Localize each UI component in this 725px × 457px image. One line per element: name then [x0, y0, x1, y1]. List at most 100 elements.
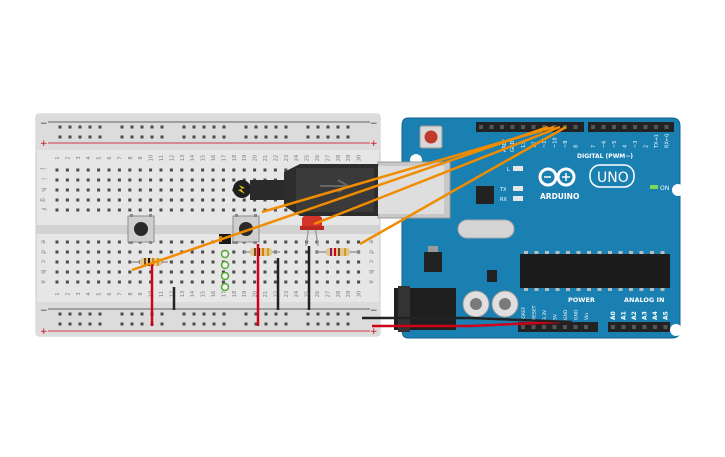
- terminal-hole: [138, 168, 142, 172]
- terminal-hole: [86, 240, 90, 244]
- terminal-hole: [169, 188, 173, 192]
- terminal-hole: [117, 240, 121, 244]
- header-hole[interactable]: [633, 125, 637, 129]
- terminal-hole: [232, 168, 236, 172]
- rail-hole: [68, 125, 72, 129]
- wire-orange-2[interactable]: [261, 125, 555, 214]
- header-hole[interactable]: [531, 125, 536, 129]
- aref-label: AREF: [502, 139, 508, 152]
- rail-hole: [306, 125, 310, 129]
- crystal-oscillator: [457, 219, 515, 239]
- terminal-hole: [325, 270, 329, 274]
- wire-orange-3[interactable]: [313, 125, 561, 226]
- rail-hole: [244, 125, 248, 129]
- chip-pin: [618, 251, 623, 254]
- terminal-hole: [97, 188, 101, 192]
- header-hole[interactable]: [663, 325, 668, 329]
- header-hole[interactable]: [622, 125, 627, 129]
- terminal-hole: [190, 198, 194, 202]
- bottom-rail-minus-label-left: −: [40, 306, 48, 316]
- rail-hole: [264, 135, 268, 139]
- header-hole[interactable]: [664, 125, 669, 129]
- header-hole[interactable]: [653, 325, 657, 329]
- terminal-hole: [107, 188, 111, 192]
- chip-pin: [587, 251, 591, 254]
- rail-hole: [346, 322, 350, 326]
- terminal-hole: [284, 168, 288, 172]
- arduino-uno-board[interactable]: L TX RX ON ARDUINO UNO DIGITAL (PWM~) AN…: [377, 117, 684, 339]
- header-hole[interactable]: [632, 325, 636, 329]
- resistor-3[interactable]: [316, 248, 360, 256]
- header-hole[interactable]: [510, 125, 515, 129]
- header-hole[interactable]: [611, 325, 615, 329]
- row-letter-left: j: [40, 167, 47, 170]
- led-l: [513, 166, 523, 171]
- terminal-hole: [346, 280, 350, 284]
- chip-pin: [639, 251, 644, 254]
- wire-black-gnd[interactable]: [362, 316, 573, 324]
- chip-pin: [566, 251, 570, 254]
- wire-red-5v[interactable]: [372, 320, 561, 328]
- terminal-hole: [242, 168, 246, 172]
- chip-pin: [534, 251, 539, 254]
- row-letter-left: d: [40, 250, 47, 254]
- terminal-hole: [211, 280, 215, 284]
- breadboard[interactable]: − + − + − + − + jjiihhggffeeddccbbaa1122…: [35, 113, 381, 337]
- power-pin-label: RESET: [532, 305, 538, 320]
- header-hole[interactable]: [573, 325, 578, 329]
- header-hole[interactable]: [591, 125, 595, 129]
- column-number-top: 13: [180, 155, 186, 161]
- header-hole[interactable]: [573, 125, 578, 129]
- terminal-hole: [294, 270, 298, 274]
- rail-hole: [202, 322, 206, 326]
- wire-orange-4[interactable]: [359, 125, 567, 246]
- power-header-label: POWER: [568, 296, 595, 304]
- led-tx-label: TX: [499, 187, 507, 193]
- chip-pin: [650, 288, 654, 291]
- header-hole[interactable]: [521, 325, 525, 329]
- rail-hole: [140, 135, 144, 139]
- header-hole[interactable]: [521, 125, 525, 129]
- header-hole[interactable]: [552, 125, 557, 129]
- header-hole[interactable]: [584, 325, 588, 329]
- reset-button-cap[interactable]: [424, 130, 438, 144]
- header-hole[interactable]: [531, 325, 536, 329]
- terminal-hole: [201, 188, 205, 192]
- header-hole[interactable]: [542, 125, 546, 129]
- rail-hole: [284, 312, 288, 316]
- terminal-hole: [284, 208, 288, 212]
- rail-hole: [316, 312, 320, 316]
- header-hole[interactable]: [489, 125, 494, 129]
- header-hole[interactable]: [542, 325, 546, 329]
- pushbutton-1[interactable]: [127, 214, 155, 244]
- terminal-hole: [232, 178, 236, 182]
- rail-hole: [254, 135, 258, 139]
- header-hole[interactable]: [643, 125, 648, 129]
- terminal-hole: [242, 280, 246, 284]
- chip-pin: [608, 288, 612, 291]
- rail-hole: [336, 135, 340, 139]
- digital-pin-label: 8: [574, 145, 580, 148]
- header-hole[interactable]: [612, 125, 616, 129]
- rail-hole: [346, 312, 350, 316]
- terminal-hole: [357, 280, 361, 284]
- header-hole[interactable]: [621, 325, 626, 329]
- chip-pin: [534, 288, 539, 291]
- header-hole[interactable]: [500, 125, 504, 129]
- rail-hole: [326, 135, 330, 139]
- header-hole[interactable]: [563, 325, 567, 329]
- terminal-hole: [201, 250, 205, 254]
- wire-orange-1[interactable]: [131, 125, 549, 272]
- header-hole[interactable]: [642, 325, 647, 329]
- column-number-bottom: 28: [336, 291, 342, 297]
- header-hole[interactable]: [552, 325, 557, 329]
- header-hole[interactable]: [479, 125, 483, 129]
- led-l-label: L: [507, 167, 510, 173]
- column-number-bottom: 29: [346, 291, 352, 297]
- terminal-hole: [263, 270, 267, 274]
- column-number-top: 3: [76, 156, 82, 159]
- header-hole[interactable]: [654, 125, 658, 129]
- header-hole[interactable]: [601, 125, 606, 129]
- rail-hole: [58, 312, 62, 316]
- terminal-hole: [55, 198, 59, 202]
